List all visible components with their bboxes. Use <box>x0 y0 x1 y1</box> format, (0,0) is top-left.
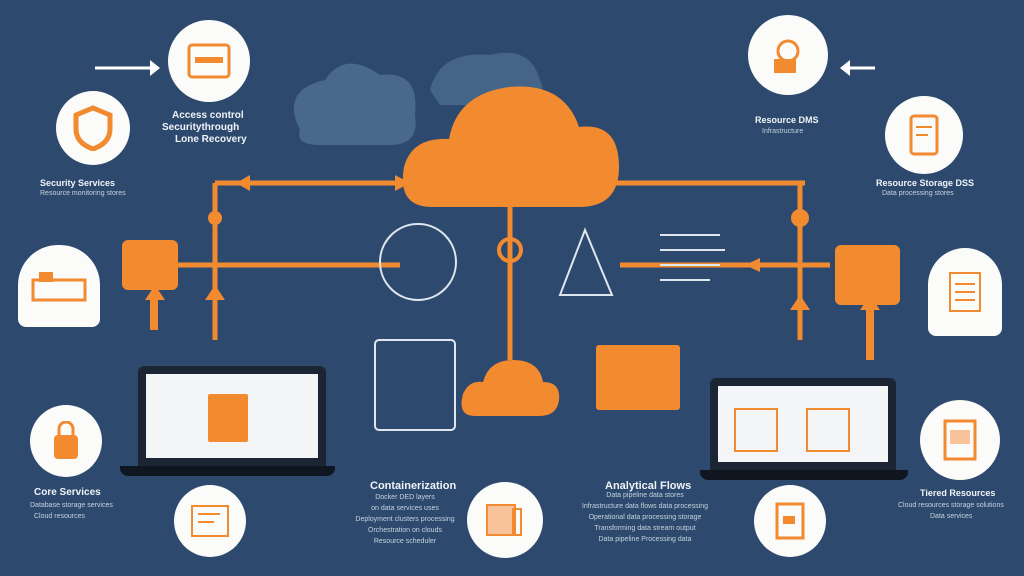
spreadsheet-icon <box>943 419 977 461</box>
top-right-title: Resource DMS <box>755 115 819 125</box>
analytics-sub: Operational data processing storage <box>588 514 702 521</box>
analytics-node[interactable] <box>754 485 826 557</box>
core-title: Core Services <box>34 487 101 498</box>
right-doc-sub: Data processing stores <box>882 190 954 197</box>
shield-node[interactable] <box>56 91 130 165</box>
lock-icon <box>54 421 78 459</box>
tiered-title: Tiered Resources <box>920 488 996 498</box>
top-right-sub: Infrastructure <box>762 128 804 135</box>
container-node[interactable] <box>467 482 543 558</box>
tiered-sub: Data services <box>930 513 973 520</box>
main-cloud-icon <box>402 86 619 207</box>
storage-icon <box>949 272 981 312</box>
container-sub: Docker DED layers <box>375 494 435 501</box>
tiered-sub: Cloud resources storage solutions <box>898 502 1004 509</box>
container-sub: Resource scheduler <box>373 538 437 545</box>
laptop-left[interactable] <box>138 366 326 466</box>
storage-node-right[interactable] <box>928 248 1002 336</box>
shield-icon <box>73 105 113 151</box>
blueprint-icon <box>191 505 229 537</box>
container-sub: on data services uses <box>371 505 439 512</box>
resource-node[interactable] <box>748 15 828 95</box>
core-node[interactable] <box>30 405 102 477</box>
document-icon <box>486 504 522 536</box>
container-sub: Orchestration on clouds <box>368 527 442 534</box>
gear-icon <box>774 39 800 73</box>
document-icon <box>775 502 805 540</box>
access-node[interactable] <box>168 20 250 102</box>
server-rack-icon <box>187 43 231 79</box>
analytics-sub: Infrastructure data flows data processin… <box>581 503 709 510</box>
laptop-screen <box>146 374 318 458</box>
small-cloud-icon <box>461 360 560 416</box>
doc-node[interactable] <box>885 96 963 174</box>
config-node[interactable] <box>174 485 246 557</box>
document-icon <box>909 114 939 156</box>
analytics-sub: Transforming data stream output <box>594 525 696 532</box>
tiered-node[interactable] <box>920 400 1000 480</box>
access-title-2: Securitythrough <box>162 122 240 133</box>
analytics-title: Analytical Flows <box>605 480 692 492</box>
analytics-sub: Data pipeline data stores <box>606 492 684 499</box>
right-doc-title: Resource Storage DSS <box>876 178 975 188</box>
shield-title: Security Services <box>40 178 116 188</box>
shield-sub: Resource monitoring stores <box>40 190 126 197</box>
laptop-base <box>700 470 908 480</box>
laptop-screen <box>718 386 888 462</box>
container-sub: Deployment clusters processing <box>355 516 455 523</box>
access-title-3: Lone Recovery <box>175 134 247 145</box>
core-sub: Cloud resources <box>34 513 85 520</box>
core-sub: Database storage services <box>30 502 113 509</box>
laptop-base <box>120 466 335 476</box>
access-title-1: Access control <box>172 110 244 121</box>
container-title: Containerization <box>370 480 457 492</box>
analytics-sub: Data pipeline Processing data <box>598 536 692 543</box>
laptop-right[interactable] <box>710 378 896 470</box>
storage-node-left[interactable] <box>18 245 100 327</box>
storage-icon <box>31 272 87 302</box>
